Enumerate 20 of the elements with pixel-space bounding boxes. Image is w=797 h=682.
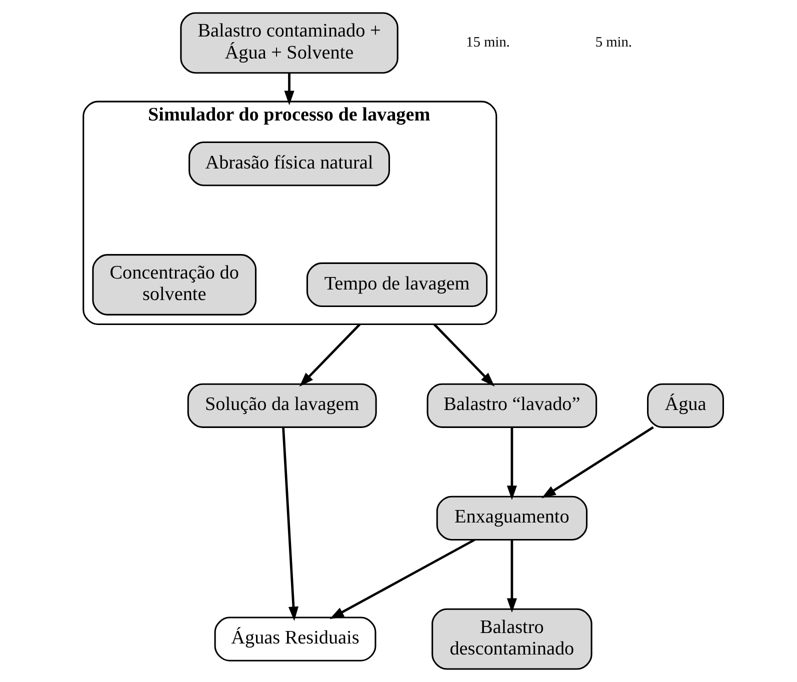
arrow (433, 323, 495, 387)
node-box: Balastro descontaminado (432, 608, 592, 670)
node-box: Solução da lavagem (187, 383, 377, 428)
arrow (299, 323, 361, 387)
arrow (506, 540, 517, 613)
label: 5 min. (595, 34, 632, 51)
node-box: Águas Residuais (214, 616, 376, 662)
node-box: Balastro contaminado + Água + Solvente (180, 12, 398, 74)
arrow (284, 73, 294, 106)
node-box: Abrasão física natural (188, 142, 390, 186)
node-box: Tempo de lavagem (306, 262, 488, 308)
node-box: Balastro “lavado” (426, 383, 598, 428)
arrow (506, 428, 517, 500)
arrow (330, 538, 476, 620)
arrow (542, 426, 654, 498)
arrow (282, 427, 298, 622)
label: 15 min. (466, 34, 510, 51)
node-box: Água (647, 383, 724, 428)
node-box: Concentração do solvente (92, 254, 257, 316)
node-box: Enxaguamento (436, 496, 588, 540)
